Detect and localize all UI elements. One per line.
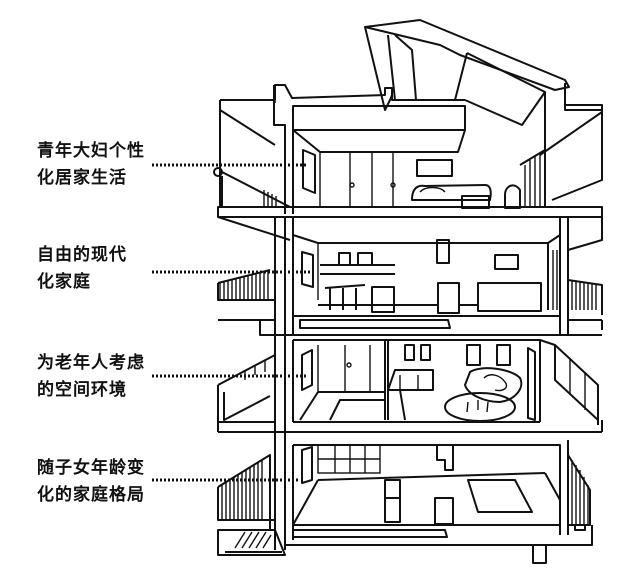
annotation-line: 自由的现代 (37, 245, 127, 265)
roof (273, 19, 603, 160)
annotation-top-floor: 青年大妇个性 化居家生活 (37, 138, 145, 192)
annotation-line: 随子女年龄变 (37, 458, 145, 478)
second-floor (217, 335, 603, 433)
third-floor (217, 216, 603, 336)
annotation-third-floor: 自由的现代 化家庭 (37, 242, 127, 296)
ground-floor (217, 432, 593, 564)
annotation-line: 化居家生活 (37, 168, 127, 188)
annotation-line: 的空间环境 (37, 380, 127, 400)
annotation-second-floor: 为老年人考虑 的空间环境 (37, 350, 145, 404)
annotation-line: 化家庭 (37, 272, 91, 292)
annotation-line: 青年大妇个性 (37, 141, 145, 161)
annotation-ground-floor: 随子女年龄变 化的家庭格局 (37, 455, 145, 509)
annotation-line: 化的家庭格局 (37, 485, 145, 505)
annotation-line: 为老年人考虑 (37, 353, 145, 373)
leader-lines (152, 163, 310, 482)
top-floor (213, 84, 603, 218)
